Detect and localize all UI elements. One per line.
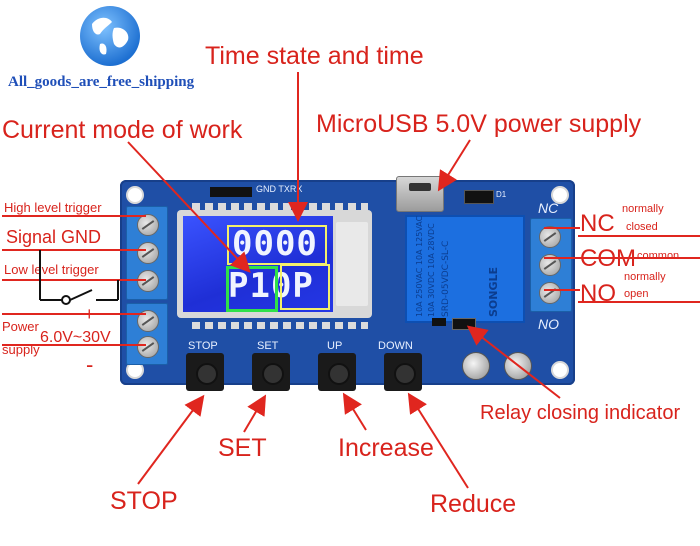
stop-button[interactable] xyxy=(186,353,224,391)
no-silkscreen: NO xyxy=(538,316,559,332)
mount-hole xyxy=(551,361,569,379)
voltage-label: 6.0V~30V xyxy=(40,329,111,346)
screw xyxy=(539,282,561,304)
minus-sign: - xyxy=(86,352,94,377)
pin-row-top xyxy=(192,203,368,210)
increase-label: Increase xyxy=(338,434,434,462)
power-label: Power xyxy=(2,319,39,334)
up-button[interactable] xyxy=(318,353,356,391)
arrow-increase xyxy=(342,392,367,431)
d1-silkscreen: D1 xyxy=(496,190,507,199)
diode-d1 xyxy=(464,190,494,204)
time-state-label: Time state and time xyxy=(205,42,424,70)
microusb-label: MicroUSB 5.0V power supply xyxy=(316,110,642,138)
stop-silkscreen: STOP xyxy=(188,340,218,352)
arrow-microusb xyxy=(437,139,471,192)
no-desc-1: normally xyxy=(624,271,666,283)
down-silkscreen: DOWN xyxy=(378,340,413,352)
arrow-reduce xyxy=(407,392,469,489)
logo xyxy=(78,4,142,68)
nc-desc-2: closed xyxy=(626,221,658,233)
screw xyxy=(539,226,561,248)
relay-terminal-block xyxy=(530,218,572,312)
relay-led xyxy=(432,318,446,326)
nc-desc-1: normally xyxy=(622,203,664,215)
globe-icon xyxy=(80,6,140,66)
screw xyxy=(137,310,159,332)
screw xyxy=(539,254,561,276)
arrow-relay-indicator xyxy=(466,325,561,399)
logo-caption: All_goods_are_free_shipping xyxy=(8,74,195,90)
power-terminal-block xyxy=(126,303,168,365)
header-connector xyxy=(210,187,252,197)
microusb-port xyxy=(396,176,444,212)
arrow-current-mode xyxy=(127,141,251,273)
relay-indicator-label: Relay closing indicator xyxy=(480,402,681,424)
mode-highlight-box xyxy=(226,266,278,312)
set-label: SET xyxy=(218,434,267,462)
time-highlight-box xyxy=(227,225,327,265)
nc-label: NC xyxy=(580,210,615,237)
arrow-set xyxy=(243,394,267,433)
screw xyxy=(137,336,159,358)
trigger-terminal-block xyxy=(126,206,168,300)
set-silkscreen: SET xyxy=(257,340,279,352)
no-desc-2: open xyxy=(624,288,649,300)
lcd-backlight-tab xyxy=(336,222,368,306)
high-trigger-label: High level trigger xyxy=(4,200,102,215)
pin-row-bottom xyxy=(192,322,368,329)
switch-symbol xyxy=(39,250,119,305)
stop-label: STOP xyxy=(110,487,178,515)
mount-hole xyxy=(551,186,569,204)
current-mode-label: Current mode of work xyxy=(2,116,243,144)
set-button[interactable] xyxy=(252,353,290,391)
screw xyxy=(137,242,159,264)
capacitor xyxy=(462,352,490,380)
low-trigger-label: Low level trigger xyxy=(4,262,99,277)
up-silkscreen: UP xyxy=(327,340,343,352)
time-state-highlight-box xyxy=(280,264,330,310)
arrow-stop xyxy=(137,394,205,485)
nc-silkscreen: NC xyxy=(538,200,559,216)
header-label: GND TXRX xyxy=(256,184,303,194)
screw xyxy=(137,214,159,236)
mount-hole xyxy=(126,186,144,204)
signal-gnd-label: Signal GND xyxy=(6,227,102,247)
reduce-label: Reduce xyxy=(430,490,517,518)
down-button[interactable] xyxy=(384,353,422,391)
